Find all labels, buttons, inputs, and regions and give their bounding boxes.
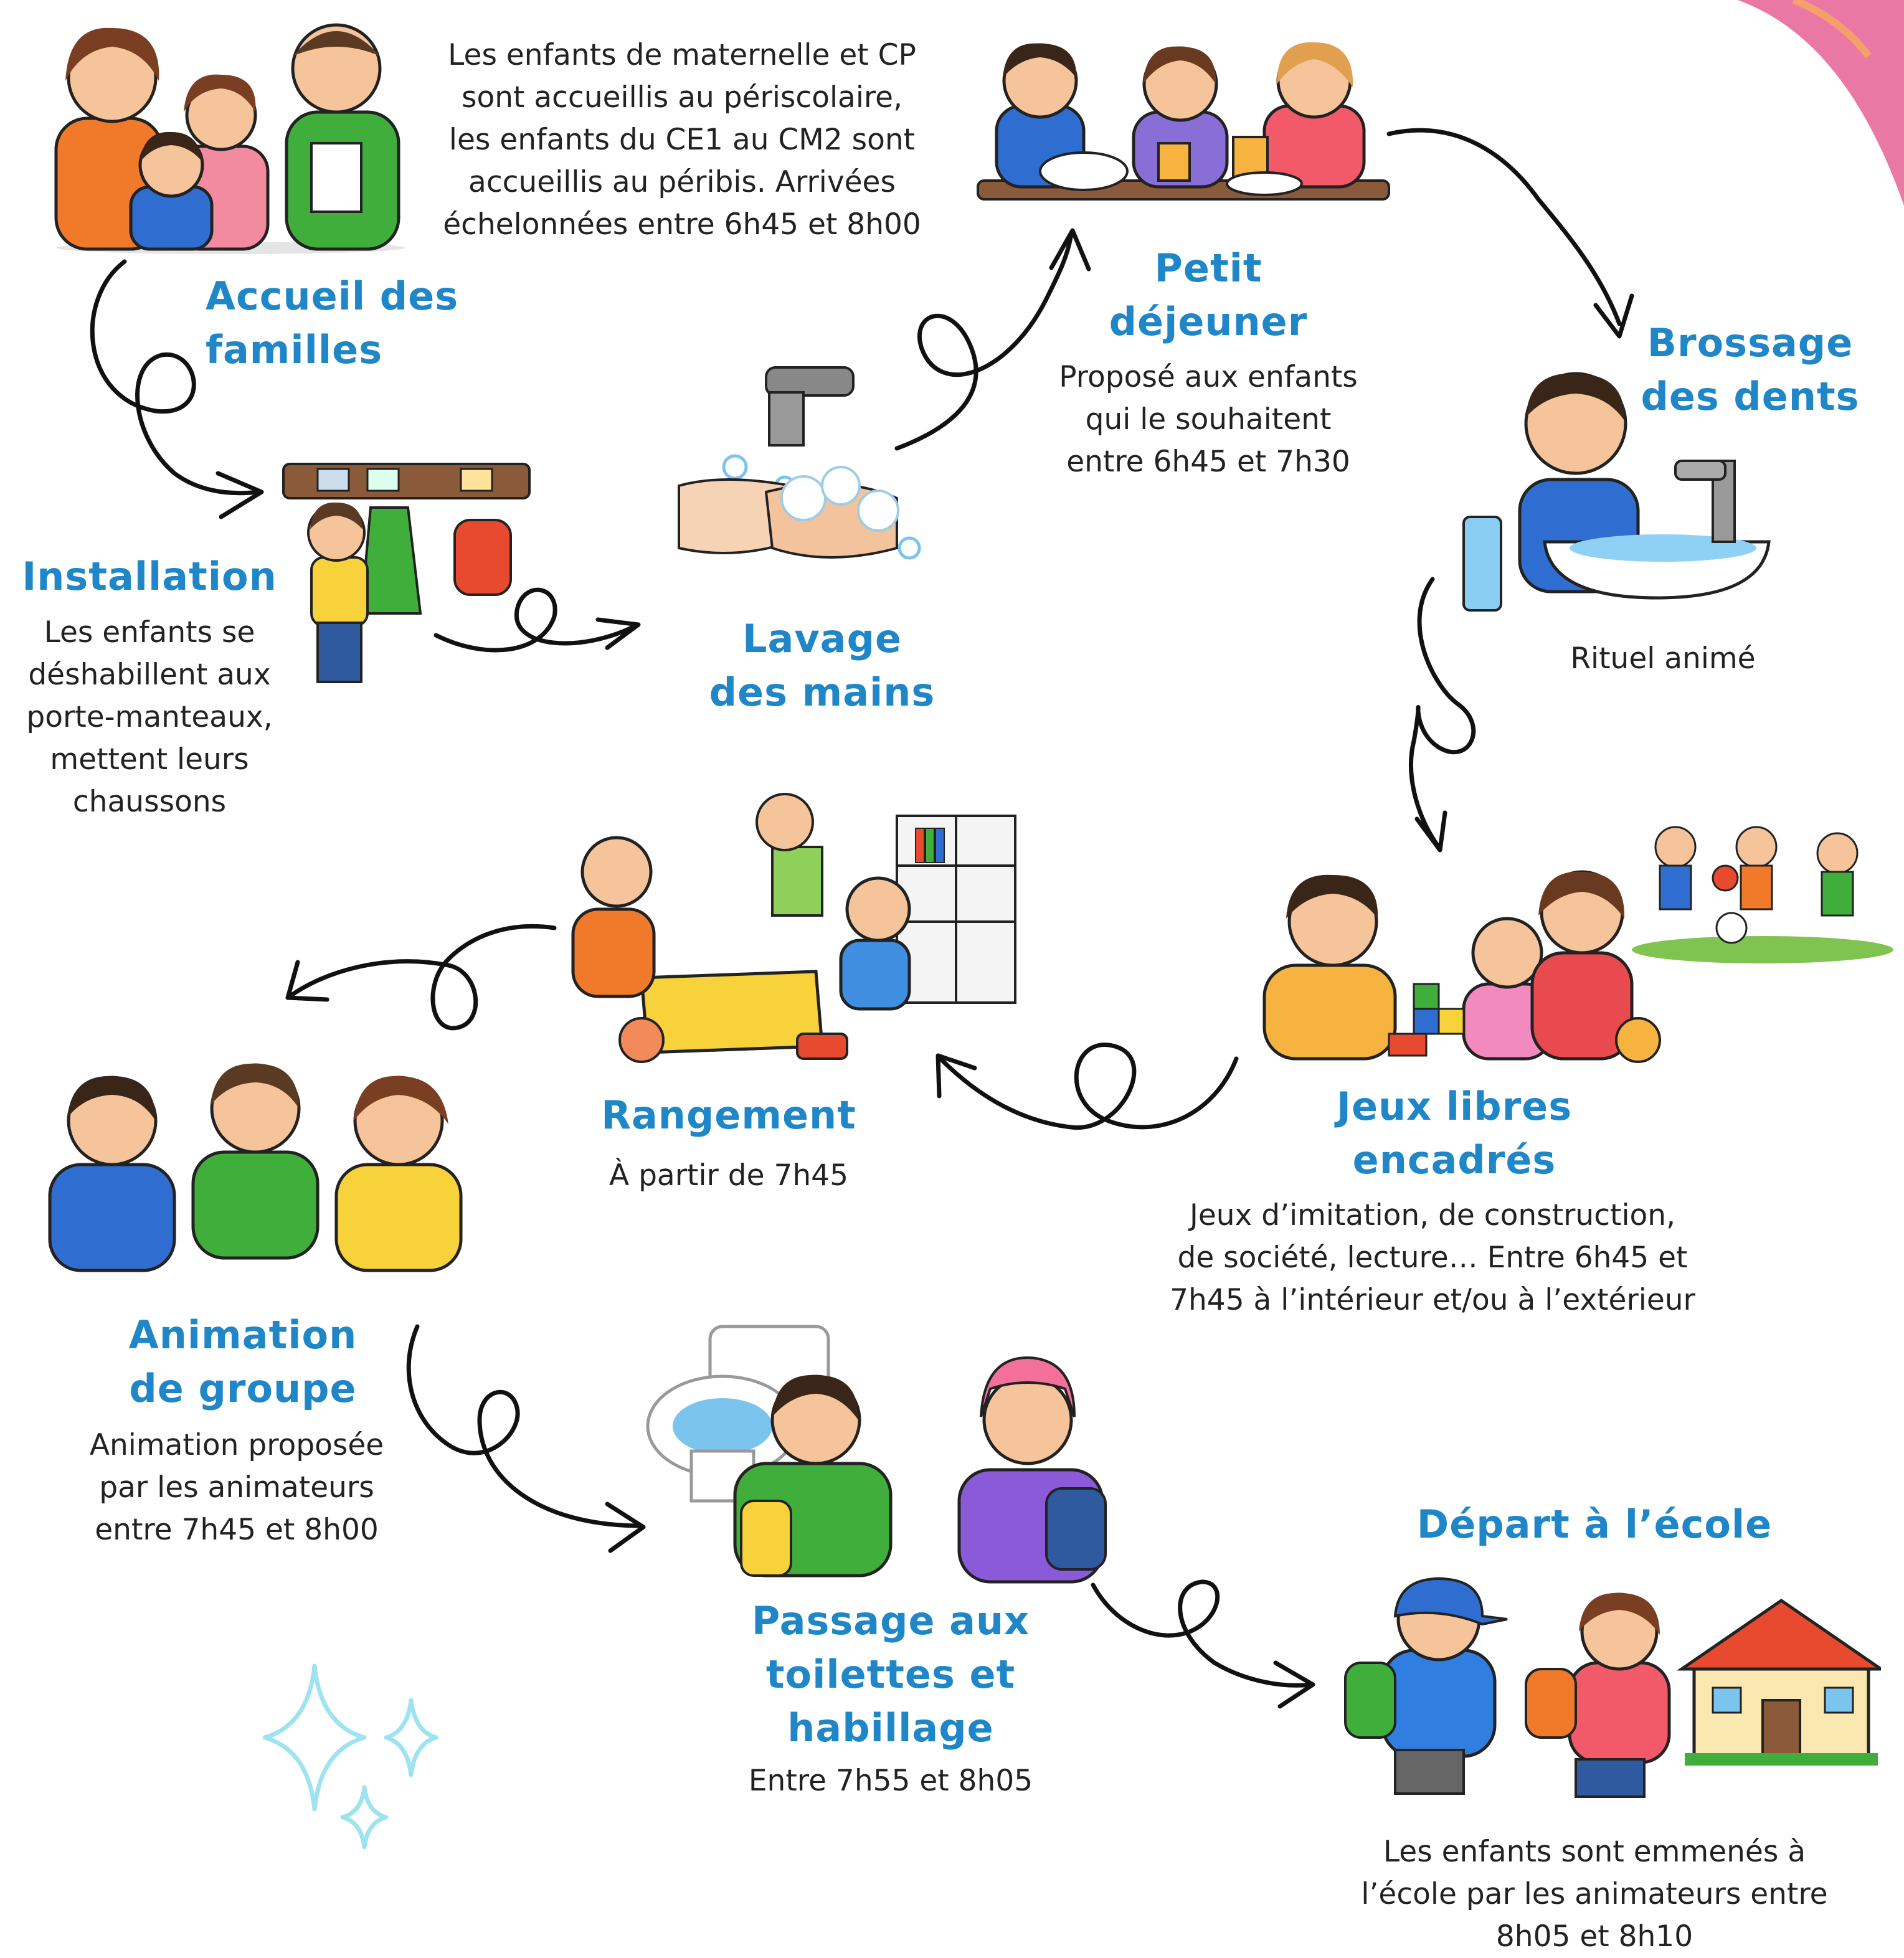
toothbrush-illustration: [1462, 372, 1771, 612]
tidying-illustration: [571, 793, 1016, 1063]
arrow-jeux-to-rangement: [935, 1043, 1239, 1130]
arrow-petitdej-to-brossage: [1386, 128, 1634, 339]
step-title-depart: Départ à l’école: [1416, 1502, 1773, 1547]
walk-to-school-illustration: [1344, 1577, 1881, 1798]
sparkle-icon: [262, 1663, 438, 1850]
orange-wave-decor: [1792, 0, 1872, 59]
breakfast-illustration: [977, 42, 1390, 201]
step-desc-toilettes: Entre 7h55 et 8h05: [748, 1764, 1033, 1798]
arrow-accueil-to-installation: [90, 259, 264, 519]
outdoor-play-illustration: [1632, 826, 1893, 963]
arrow-installation-to-lavage: [433, 587, 641, 653]
arrow-lavage-to-petitdej: [894, 228, 1091, 451]
step-title-installation: Installation: [22, 554, 277, 599]
arrow-toilettes-to-depart: [1091, 1579, 1315, 1709]
toilet-dressing-illustration: [646, 1325, 1107, 1584]
handwashing-illustration: [678, 366, 921, 560]
free-play-illustration: [1262, 870, 1661, 1063]
step-desc-rangement: À partir de 7h45: [609, 1158, 848, 1193]
step-title-rangement: Rangement: [601, 1092, 856, 1138]
arrow-brossage-to-jeux: [1409, 577, 1476, 853]
step-desc-brossage: Rituel animé: [1570, 641, 1756, 676]
step-desc-jeux: Jeux d’imitation, de construction,de soc…: [1170, 1198, 1695, 1317]
arrow-animation-to-toilettes: [406, 1324, 646, 1553]
group-activity-illustration: [48, 1063, 463, 1272]
family-illustration: [54, 23, 405, 254]
coat-hanger-illustration: [282, 463, 531, 683]
arrow-rangement-to-animation: [285, 924, 557, 1031]
